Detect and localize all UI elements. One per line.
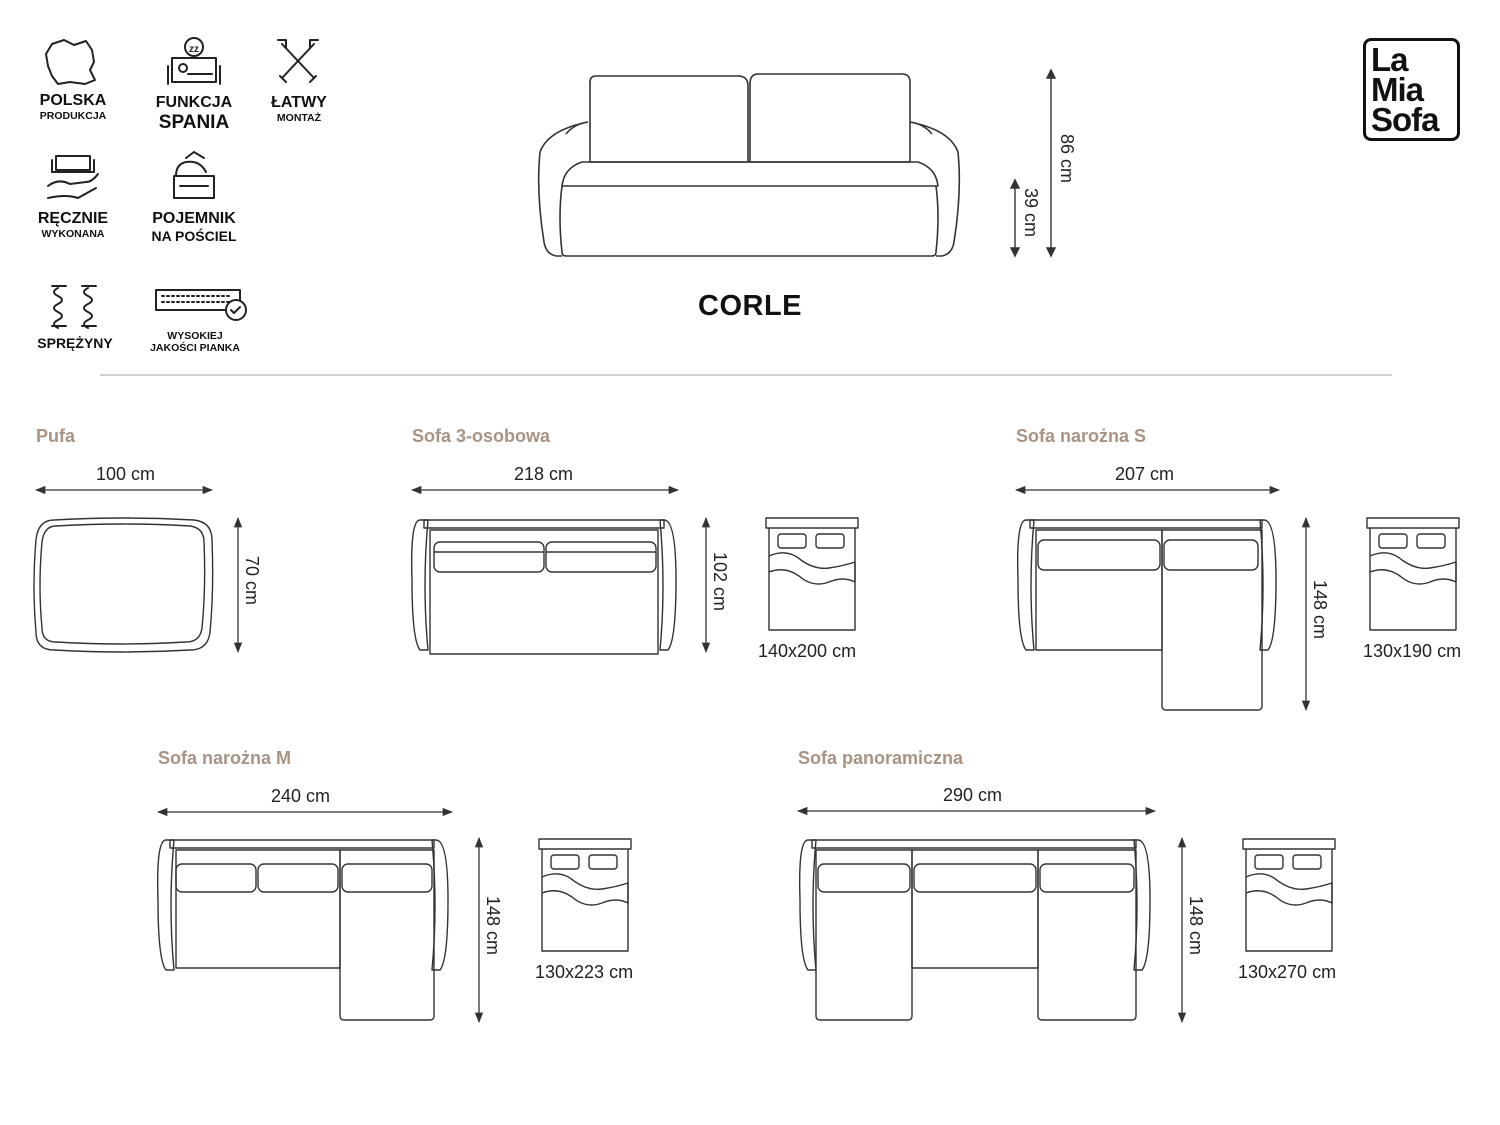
section-title-sofa-narozna-s: Sofa narożna S [1016, 426, 1147, 446]
pufa-plan [33, 517, 214, 653]
logo-line1: La [1371, 41, 1409, 78]
bed-size-sofa-narozna-s: 130x190 cm [1363, 641, 1462, 661]
feature-pojemnik-line2: NA POŚCIEL [151, 228, 237, 245]
sofa-front-view [100, 68, 1392, 376]
bed-icon-3-osobowa [765, 517, 859, 631]
dim-depth-pufa: 70 cm [242, 556, 262, 606]
section-title-sofa-3-osobowa: Sofa 3-osobowa [412, 426, 551, 446]
bedding-box-icon [173, 151, 215, 199]
feature-polska-line1: POLSKA [39, 92, 107, 109]
dim-depth-sofa-3-osobowa: 102 cm [710, 552, 730, 612]
dim-width-sofa-panoramiczna: 290 cm [943, 785, 1003, 805]
bed-icon-narozna-s [1366, 517, 1460, 631]
dim-depth-sofa-narozna-s: 148 cm [1310, 580, 1330, 640]
feature-polska-line2: PRODUKCJA [39, 110, 107, 123]
dim-width-pufa: 100 cm [96, 464, 156, 484]
feature-icons: zz [45, 37, 319, 329]
feature-latwy-line2: MONTAŻ [276, 112, 322, 125]
svg-text:zz: zz [189, 44, 199, 55]
springs-icon [51, 285, 97, 329]
poland-map-icon [45, 39, 96, 85]
dim-width-sofa-narozna-s: 207 cm [1115, 464, 1175, 484]
feature-recznie-line2: WYKONANA [41, 228, 105, 241]
tools-icon [277, 39, 319, 83]
feature-recznie-line1: RĘCZNIE [37, 210, 109, 227]
bed-size-sofa-narozna-m: 130x223 cm [535, 962, 634, 982]
dim-width-sofa-3-osobowa: 218 cm [514, 464, 574, 484]
logo-line3: Sofa [1371, 101, 1440, 138]
feature-latwy-line1: ŁATWY [271, 94, 327, 111]
feature-pianka-line2: JAKOŚCI PIANKA [150, 342, 240, 355]
feature-sprezyny-line1: SPRĘŻYNY [37, 335, 113, 351]
feature-funkcja-line2: SPANIA [158, 112, 230, 134]
dim-seat-height: 39 cm [1021, 188, 1041, 238]
foam-quality-icon [155, 289, 247, 321]
feature-pojemnik: POJEMNIK NA POŚCIEL [138, 210, 250, 244]
product-title: CORLE [698, 290, 802, 322]
feature-funkcja-line1: FUNKCJA [155, 94, 233, 111]
feature-pianka-line1: WYSOKIEJ [167, 330, 223, 342]
dim-depth-sofa-panoramiczna: 148 cm [1186, 896, 1206, 956]
bed-icon-panoramiczna [1242, 838, 1336, 952]
feature-pojemnik-line1: POJEMNIK [152, 210, 236, 227]
bed-size-sofa-panoramiczna: 130x270 cm [1238, 962, 1337, 982]
variant-plans [33, 485, 1460, 1024]
brand-logo: La Mia Sofa [1363, 38, 1460, 141]
feature-sprezyny: SPRĘŻYNY [20, 335, 130, 351]
section-title-sofa-narozna-m: Sofa narożna M [158, 748, 292, 768]
feature-pianka: WYSOKIEJ JAKOŚCI PIANKA [136, 330, 254, 354]
sofa-narozna-m-plan [157, 839, 449, 1021]
feature-latwy-montaz: ŁATWY MONTAŻ [255, 94, 343, 124]
bed-icon-narozna-m [538, 838, 632, 952]
sofa-panoramiczna-plan [799, 839, 1151, 1021]
logo-line2: Mia [1371, 71, 1424, 108]
sofa-narozna-s-plan [1017, 519, 1277, 711]
bed-size-sofa-3-osobowa: 140x200 cm [758, 641, 857, 661]
handmade-icon [47, 155, 99, 199]
dim-depth-sofa-narozna-m: 148 cm [483, 896, 503, 956]
section-title-sofa-panoramiczna: Sofa panoramiczna [798, 748, 964, 768]
feature-recznie: RĘCZNIE WYKONANA [20, 210, 126, 240]
dim-width-sofa-narozna-m: 240 cm [271, 786, 331, 806]
feature-funkcja-spania: FUNKCJA SPANIA [140, 94, 248, 134]
section-title-pufa: Pufa [36, 426, 76, 446]
feature-polska: POLSKA PRODUKCJA [20, 92, 126, 122]
dim-height-total: 86 cm [1057, 134, 1077, 184]
sofa-3-osobowa-plan [411, 519, 677, 655]
sleeping-icon: zz [167, 37, 221, 85]
